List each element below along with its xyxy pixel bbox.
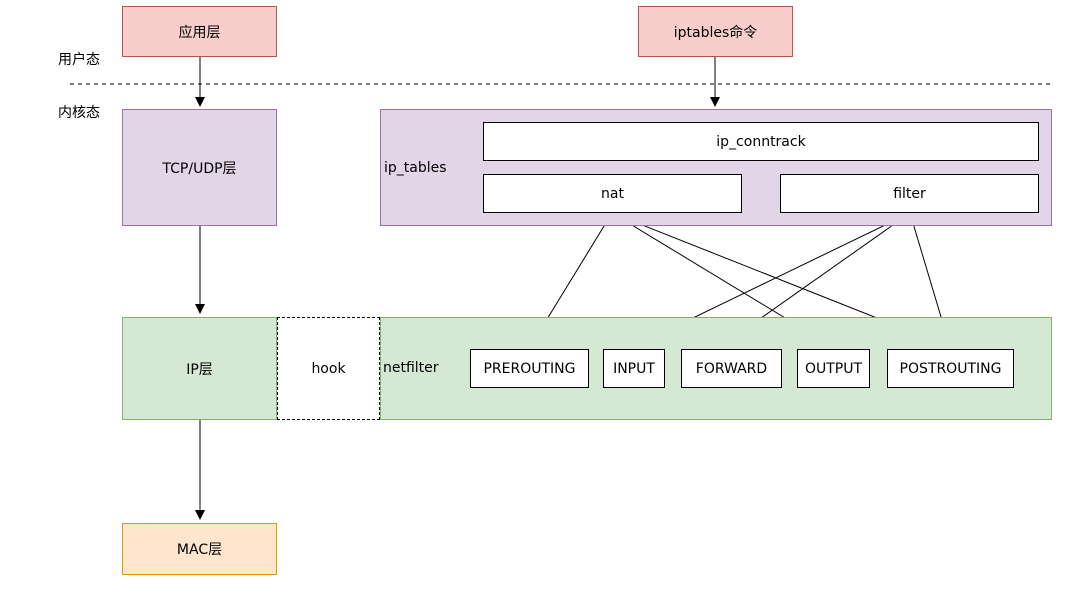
hook-output-box: OUTPUT	[797, 349, 870, 388]
ip-tables-label: ip_tables	[384, 160, 447, 176]
mac-layer-box: MAC层	[122, 523, 277, 575]
hook-postrouting-box: POSTROUTING	[887, 349, 1014, 388]
tcp-udp-layer-box: TCP/UDP层	[122, 109, 277, 226]
ip-layer-box: IP层	[122, 317, 277, 420]
filter-box: filter	[780, 174, 1039, 213]
user-space-label: 用户态	[58, 52, 100, 68]
kernel-space-label: 内核态	[58, 105, 100, 121]
nat-box: nat	[483, 174, 742, 213]
hook-box: hook	[277, 317, 380, 420]
hook-prerouting-box: PREROUTING	[470, 349, 589, 388]
app-layer-box: 应用层	[122, 6, 277, 57]
hook-forward-box: FORWARD	[681, 349, 782, 388]
hook-input-box: INPUT	[603, 349, 665, 388]
netfilter-label: netfilter	[383, 360, 439, 376]
ip-conntrack-box: ip_conntrack	[483, 122, 1039, 161]
iptables-command-box: iptables命令	[638, 6, 793, 57]
